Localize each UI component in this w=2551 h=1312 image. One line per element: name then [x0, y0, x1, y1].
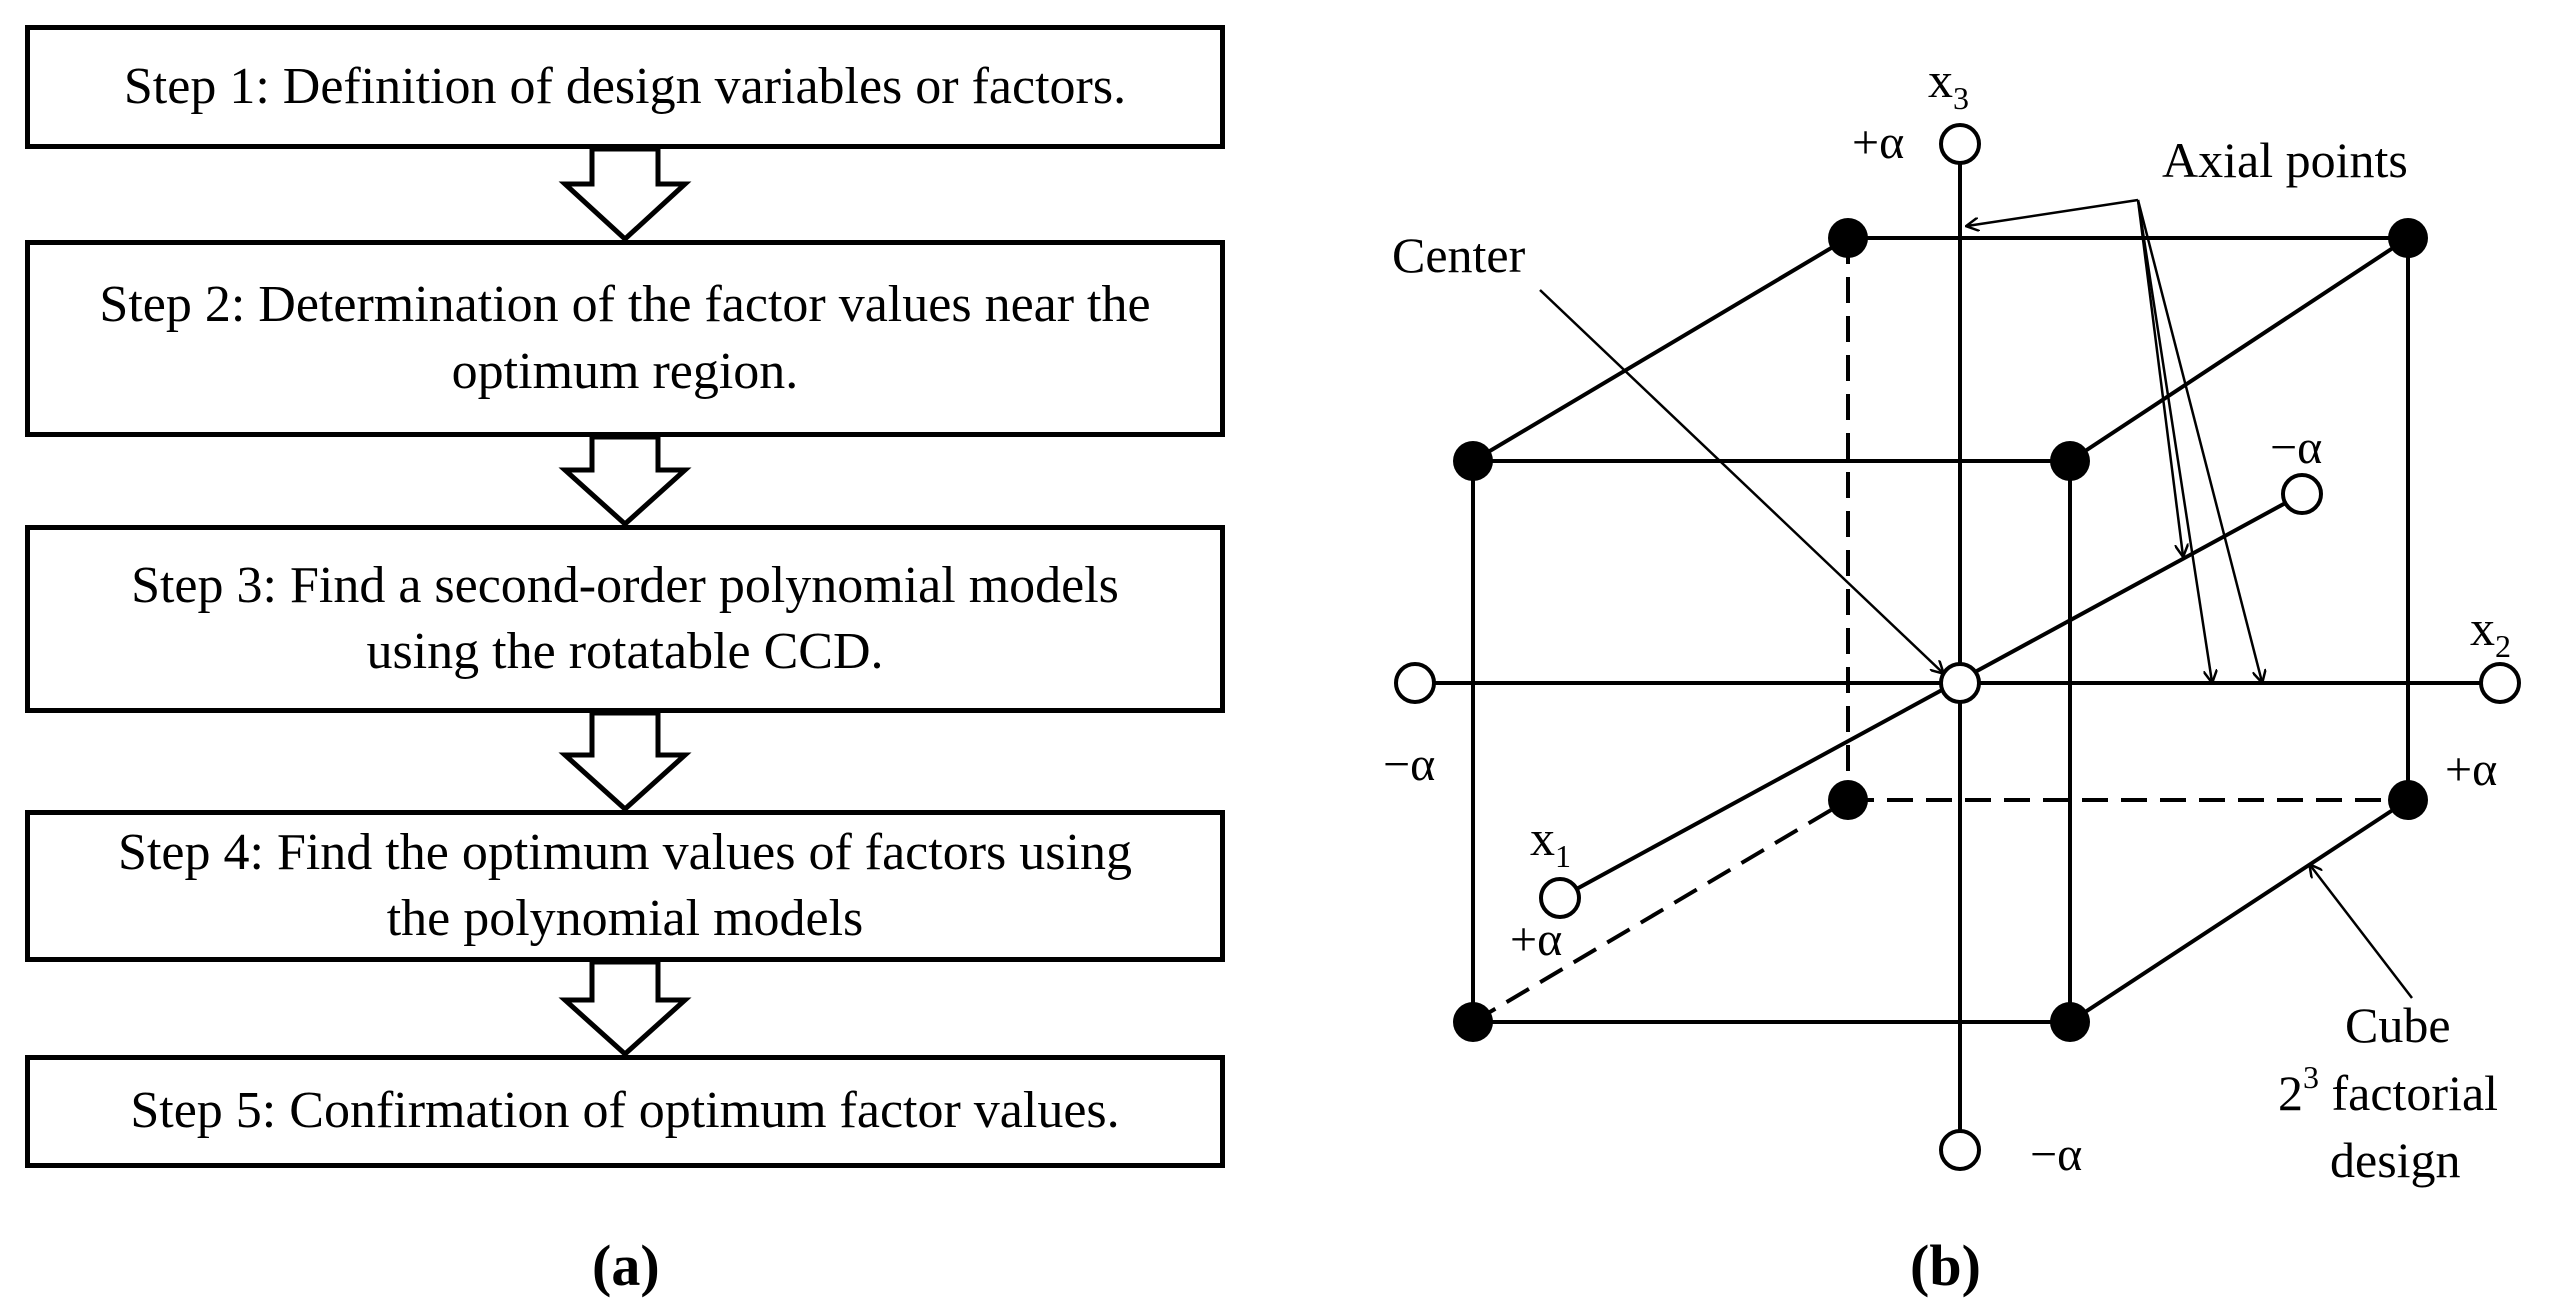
pointer-arrows: [1539, 198, 2413, 999]
x1-minus-alpha-label: −α: [2270, 421, 2322, 474]
axes: [1415, 144, 2500, 1150]
x1-label: x1: [1530, 810, 1571, 874]
down-arrow-4: [558, 959, 692, 1058]
center-label: Center: [1392, 227, 1526, 283]
step-3-text: Step 3: Find a second-order polynomial m…: [131, 556, 1119, 680]
factorial-points: [1453, 218, 2428, 1042]
cube-hidden-edges: [1471, 238, 2408, 1024]
cube-hidden-edge: [1471, 798, 1850, 1024]
factorial-point: [2050, 441, 2090, 481]
axial-point-x3-minus: [1939, 1129, 1981, 1171]
caption-b: (b): [1910, 1233, 1981, 1298]
x3-minus-alpha-label: −α: [2030, 1128, 2082, 1181]
step-4-text: Step 4: Find the optimum values of facto…: [118, 823, 1132, 947]
cube-label-line3: design: [2330, 1132, 2461, 1188]
step-5-text: Step 5: Confirmation of optimum factor v…: [130, 1082, 1120, 1140]
flowchart-step-5: Step 5: Confirmation of optimum factor v…: [25, 1055, 1225, 1168]
cube-edge: [2068, 798, 2410, 1024]
axial-points-label: Axial points: [2162, 132, 2408, 188]
center-point: [1939, 662, 1981, 704]
x2-minus-alpha-label: −α: [1383, 738, 1435, 791]
down-arrow-3: [558, 710, 692, 813]
step-2-text: Step 2: Determination of the factor valu…: [99, 276, 1151, 400]
cube-edges: [1471, 236, 2410, 1024]
axial-point-x2-plus: [2479, 662, 2521, 704]
x2-label: x2: [2470, 600, 2511, 664]
factorial-point: [1828, 780, 1868, 820]
x2-plus-alpha-label: +α: [2445, 743, 2497, 796]
caption-a: (a): [592, 1233, 660, 1298]
down-arrow-2: [558, 434, 692, 528]
factorial-point: [2388, 218, 2428, 258]
axial-pointer: [2136, 199, 2212, 682]
flow-arrows: [558, 146, 692, 1058]
flowchart-step-1: Step 1: Definition of design variables o…: [25, 25, 1225, 149]
step-1-text: Step 1: Definition of design variables o…: [123, 57, 1127, 115]
factorial-point: [2388, 780, 2428, 820]
x3-label: x3: [1928, 52, 1969, 116]
axial-pointer: [2136, 199, 2183, 556]
axial-point-x2-minus: [1394, 662, 1436, 704]
factorial-point: [1828, 218, 1868, 258]
axial-pointer: [2136, 199, 2262, 682]
x1-axis: [1559, 492, 2303, 900]
factorial-point: [1453, 441, 1493, 481]
factorial-point: [1453, 1002, 1493, 1042]
cube-label-line2: 23 factorial: [2278, 1059, 2498, 1121]
center-pointer: [1539, 289, 1943, 673]
cube-edge: [1471, 236, 1850, 463]
flowchart-step-4: Step 4: Find the optimum values of facto…: [25, 810, 1225, 962]
x3-plus-alpha-label: +α: [1852, 116, 1904, 169]
cube-label-line1: Cube: [2345, 997, 2451, 1053]
axial-point-x1-plus: [1539, 877, 1581, 919]
axial-points: [1394, 123, 2521, 1171]
down-arrow-1: [558, 146, 692, 243]
ccd-diagram: x3 x2 x1 +α −α −α +α −α +α Center Axial …: [1383, 52, 2521, 1188]
x1-plus-alpha-label: +α: [1510, 913, 1562, 966]
factorial-point: [2050, 1002, 2090, 1042]
axial-point-x1-minus: [2281, 473, 2323, 515]
axial-pointer: [1967, 198, 2139, 226]
cube-edge: [2068, 236, 2410, 463]
cube-pointer: [2310, 865, 2413, 999]
axial-point-x3-plus: [1939, 123, 1981, 165]
